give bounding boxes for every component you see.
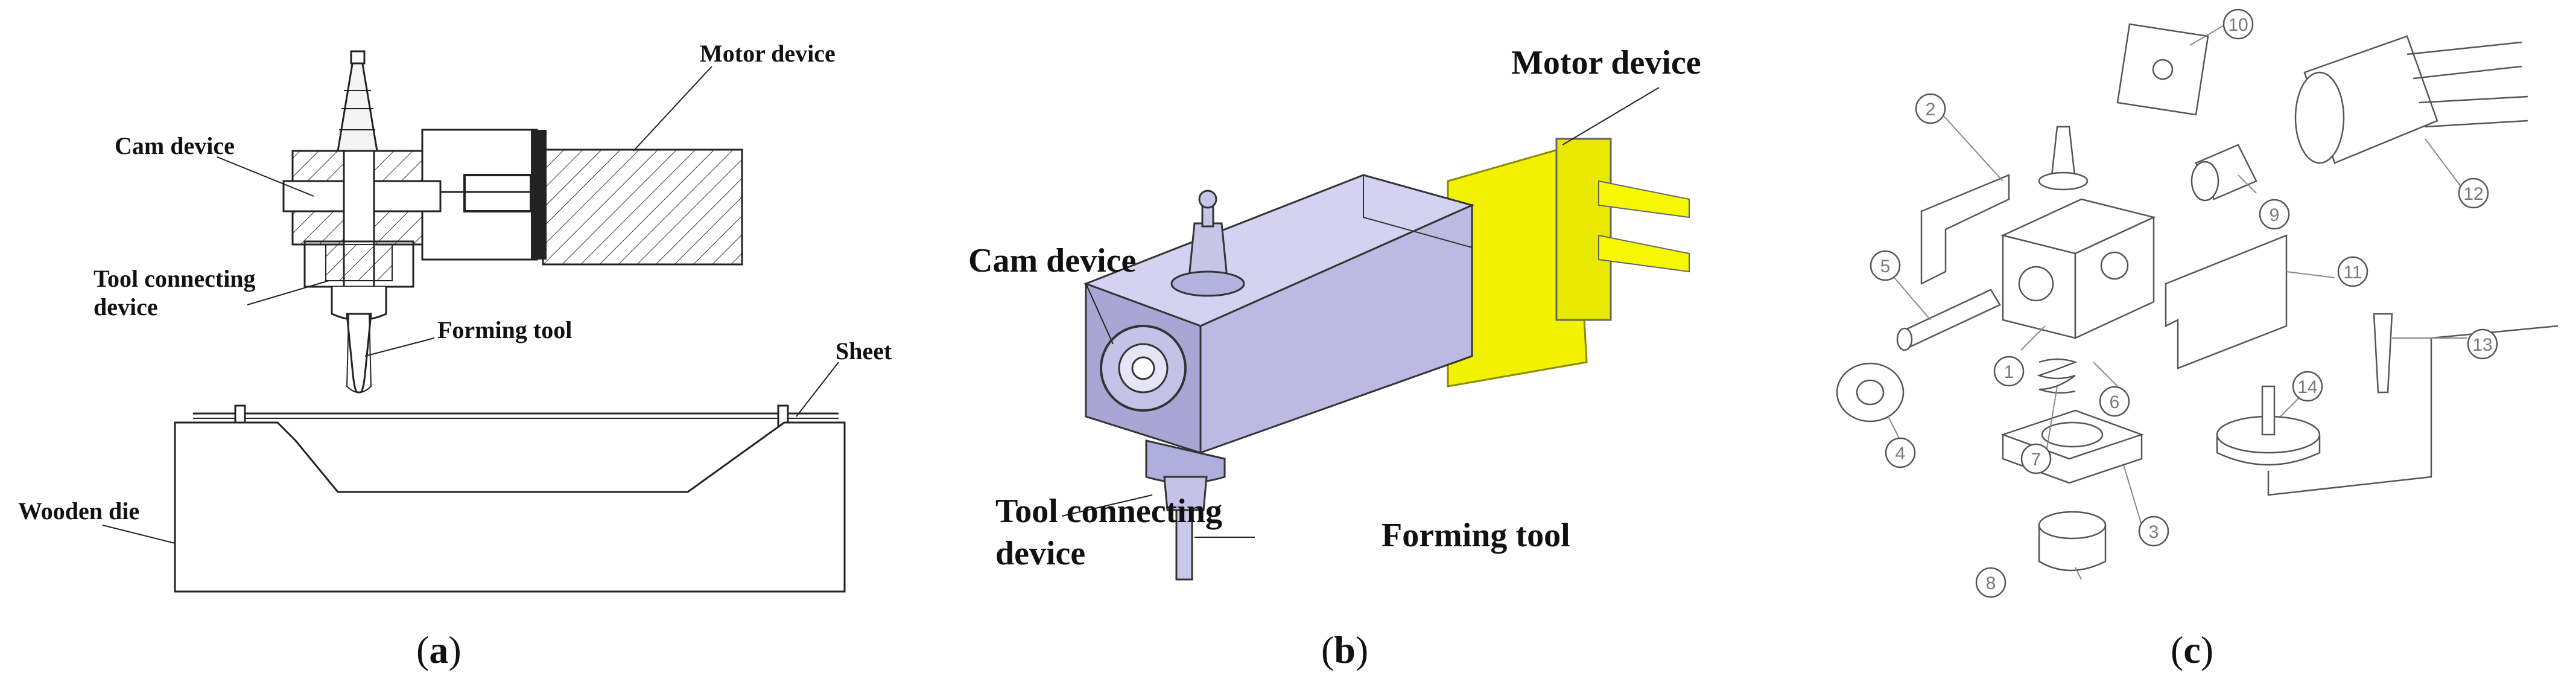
panel-a-section-diagram: Motor device Cam device Tool connecting …: [0, 0, 905, 604]
svg-text:5: 5: [1880, 257, 1891, 276]
label-forming-tool-b: Forming tool: [1382, 517, 1570, 554]
part-number-1: 1: [1993, 356, 2025, 387]
housing-side: [1199, 203, 1473, 455]
svg-text:14: 14: [2297, 377, 2317, 397]
svg-text:7: 7: [2031, 450, 2041, 470]
part-number-9: 9: [2259, 199, 2290, 230]
panel-b-3d-model: Motor device Cam device Tool connecting …: [941, 0, 1786, 604]
label-wooden-die: Wooden die: [18, 497, 139, 525]
part-number-4: 4: [1885, 437, 1916, 468]
forming-tool-3d: [1175, 509, 1193, 581]
label-tool-connecting-b-2: device: [995, 535, 1085, 572]
svg-text:3: 3: [2149, 522, 2159, 542]
part-5-shaft: [1899, 289, 2001, 348]
svg-text:13: 13: [2472, 335, 2492, 355]
part-number-7: 7: [2020, 443, 2052, 474]
label-cam-device: Cam device: [115, 132, 235, 159]
caption-a: (a): [416, 628, 462, 671]
label-tool-connecting-2: device: [94, 293, 158, 321]
part-2-plate: [1920, 174, 2010, 286]
forming-tool: [346, 313, 372, 394]
part-number-8: 8: [1975, 567, 2007, 598]
part-number-2: 2: [1915, 93, 1946, 124]
part-13-tool: [2373, 313, 2393, 394]
caption-a-letter: a: [429, 628, 449, 671]
part-number-12: 12: [2458, 177, 2489, 209]
svg-text:10: 10: [2228, 15, 2248, 35]
part-number-13: 13: [2467, 328, 2498, 360]
svg-text:11: 11: [2343, 263, 2362, 282]
panel-a-drawing: Motor device Cam device Tool connecting …: [18, 40, 892, 593]
svg-text:9: 9: [2270, 205, 2280, 225]
part-7-spring: [2037, 358, 2078, 394]
label-cam-device-b: Cam device: [968, 242, 1136, 279]
label-tool-connecting-1: Tool connecting: [94, 265, 256, 292]
caption-c: (c): [2171, 628, 2214, 671]
part-number-6: 6: [2099, 386, 2130, 417]
svg-text:1: 1: [2004, 362, 2014, 382]
part-number-11: 11: [2337, 256, 2368, 287]
svg-text:6: 6: [2110, 392, 2120, 412]
wooden-die: [174, 421, 846, 593]
caption-b: (b): [1321, 628, 1369, 671]
panel-b-drawing: Motor device Cam device Tool connecting …: [968, 44, 1701, 581]
label-motor-device: Motor device: [700, 40, 836, 67]
svg-text:8: 8: [1986, 573, 1996, 593]
motor-block: [542, 148, 743, 266]
label-tool-connecting-b-1: Tool connecting: [995, 493, 1222, 530]
panel-c-drawing: 10 2 12 9 11 5 13 1 6 14 4 7 3 8: [1836, 8, 2559, 598]
label-forming-tool: Forming tool: [437, 316, 572, 343]
coupling: [463, 174, 532, 212]
part-number-10: 10: [2222, 8, 2254, 40]
svg-text:2: 2: [1926, 100, 1936, 120]
tool-holder-taper: [337, 59, 378, 152]
panel-c-exploded-view: 10 2 12 9 11 5 13 1 6 14 4 7 3 8: [1804, 0, 2576, 604]
part-number-3: 3: [2138, 515, 2169, 547]
part-number-5: 5: [1870, 250, 1901, 281]
svg-text:12: 12: [2463, 184, 2483, 204]
part-11-plate: [2165, 234, 2288, 369]
part-number-14: 14: [2292, 371, 2323, 402]
label-motor-device-b: Motor device: [1511, 44, 1701, 81]
motor-end-cap: [1555, 138, 1612, 321]
motor-flange: [531, 130, 547, 260]
caption-b-letter: b: [1334, 628, 1356, 671]
svg-text:4: 4: [1896, 444, 1906, 464]
label-sheet: Sheet: [836, 337, 892, 365]
caption-c-letter: c: [2183, 628, 2201, 671]
